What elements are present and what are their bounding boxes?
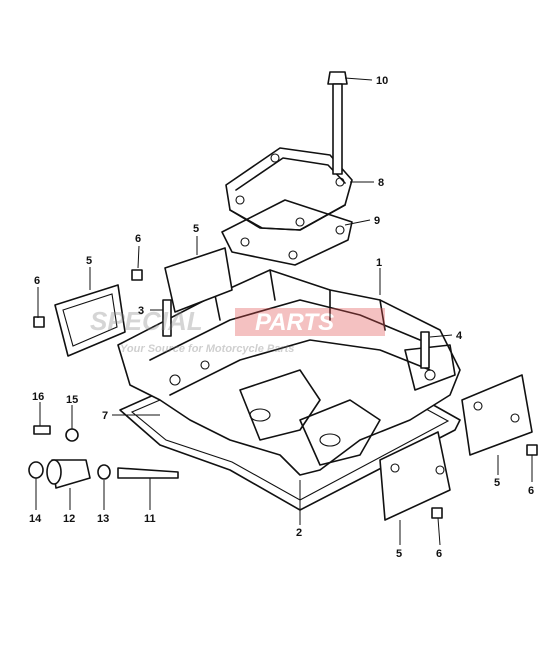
callout-label: 11	[144, 513, 156, 525]
bolt-part-3	[162, 299, 172, 337]
screw-part-11	[117, 467, 179, 479]
nut-part-14	[28, 461, 44, 479]
callout-label: 12	[63, 513, 75, 525]
callout-label: 2	[296, 527, 302, 539]
callout-label: 5	[396, 548, 402, 560]
callout-label: 10	[376, 75, 388, 87]
leader-lines	[35, 77, 533, 546]
watermark-brand-left: SPECIAL	[90, 306, 203, 336]
side-plate-right-upper-part-5	[461, 374, 533, 456]
bolt-part-16	[33, 425, 51, 435]
callout-label: 1	[376, 257, 382, 269]
side-plate-rear-part-5	[164, 247, 233, 313]
watermark-tagline: Your Source for Motorcycle Parts	[120, 343, 294, 355]
sleeve-part-12	[46, 459, 91, 489]
callout-labels: 10 8 9 1 5 6 5 6 3 4 16 15 7 14 12 13 11…	[29, 75, 534, 560]
callout-label: 9	[374, 215, 380, 227]
ring-part-13	[97, 464, 111, 480]
callout-label: 5	[86, 255, 92, 267]
side-plate-left-part-5	[54, 284, 126, 357]
screws-part-6	[33, 269, 538, 519]
cover-gasket-part-9	[221, 199, 353, 266]
callout-label: 5	[494, 477, 500, 489]
callout-label: 6	[135, 233, 141, 245]
manifold-housing-part-1	[117, 269, 461, 476]
washer-part-15	[65, 428, 79, 442]
callout-label: 13	[97, 513, 109, 525]
callout-label: 6	[34, 275, 40, 287]
callout-label: 14	[29, 513, 42, 525]
bolt-part-10	[327, 71, 348, 175]
callout-label: 6	[528, 485, 534, 497]
callout-label: 8	[378, 177, 384, 189]
callout-label: 3	[138, 305, 144, 317]
watermark-brand-right: PARTS	[255, 309, 334, 336]
callout-label: 6	[436, 548, 442, 560]
callout-label: 7	[102, 410, 108, 422]
bolt-part-4	[420, 331, 430, 369]
callout-label: 5	[193, 223, 199, 235]
callout-label: 15	[66, 394, 78, 406]
callout-label: 16	[32, 391, 44, 403]
watermark: SPECIAL PARTS Your Source for Motorcycle…	[90, 306, 385, 355]
side-plate-right-lower-part-5	[379, 431, 451, 521]
callout-label: 4	[456, 330, 463, 342]
